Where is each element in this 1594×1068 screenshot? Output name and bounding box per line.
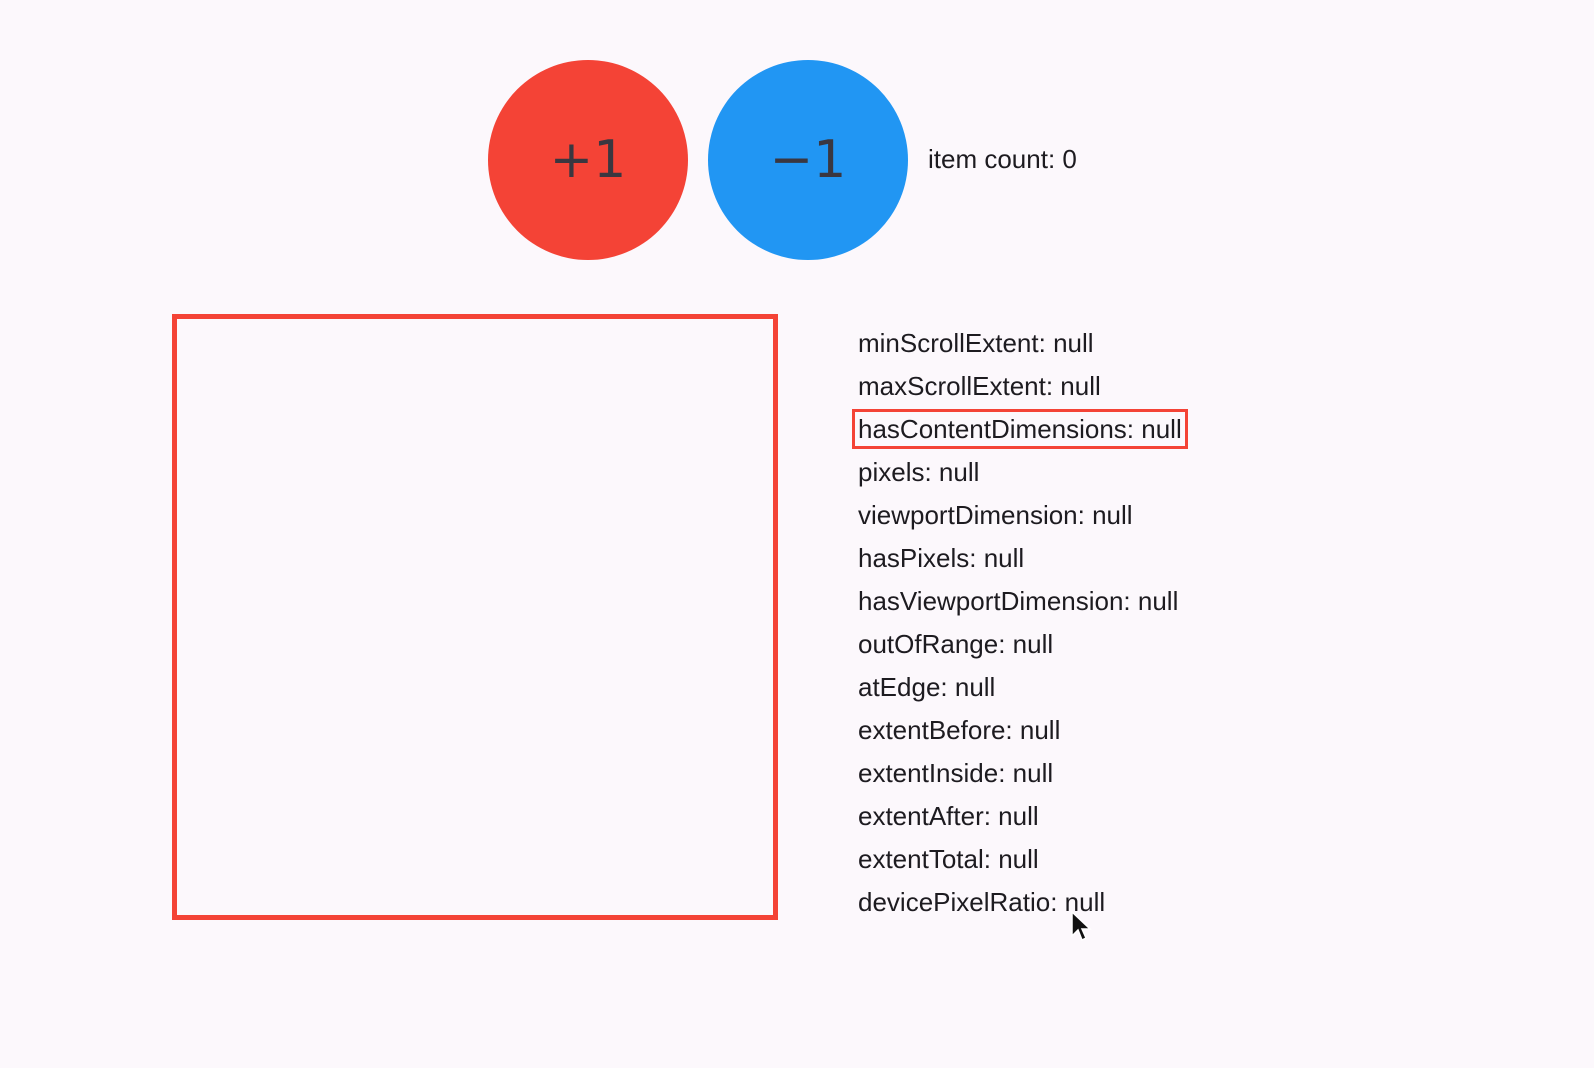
metric-max-scroll-extent: maxScrollExtent: null [858,371,1101,401]
metric-has-content-dimensions: hasContentDimensions: null [852,408,1188,451]
scroll-list-area[interactable] [172,314,778,920]
metric-extent-before: extentBefore: null [858,715,1061,745]
decrement-button[interactable]: −1 [708,60,908,260]
metric-extent-inside: extentInside: null [858,758,1054,788]
metric-device-pixel-ratio: devicePixelRatio: null [858,887,1106,917]
metric-extent-total: extentTotal: null [858,844,1039,874]
metric-min-scroll-extent: minScrollExtent: null [858,328,1094,358]
item-count-text: item count: 0 [928,144,1077,174]
increment-button[interactable]: +1 [488,60,688,260]
metric-has-pixels: hasPixels: null [858,543,1025,573]
metric-out-of-range: outOfRange: null [858,629,1054,659]
metric-extent-after: extentAfter: null [858,801,1039,831]
scroll-metrics-list: minScrollExtent: null maxScrollExtent: n… [852,322,1188,924]
metric-viewport-dimension: viewportDimension: null [858,500,1133,530]
decrement-label: −1 [769,130,847,190]
metric-pixels: pixels: null [858,457,980,487]
metric-has-viewport-dimension: hasViewportDimension: null [858,586,1179,616]
mouse-cursor-icon [1071,910,1092,942]
metric-at-edge: atEdge: null [858,672,996,702]
increment-label: +1 [549,130,627,190]
